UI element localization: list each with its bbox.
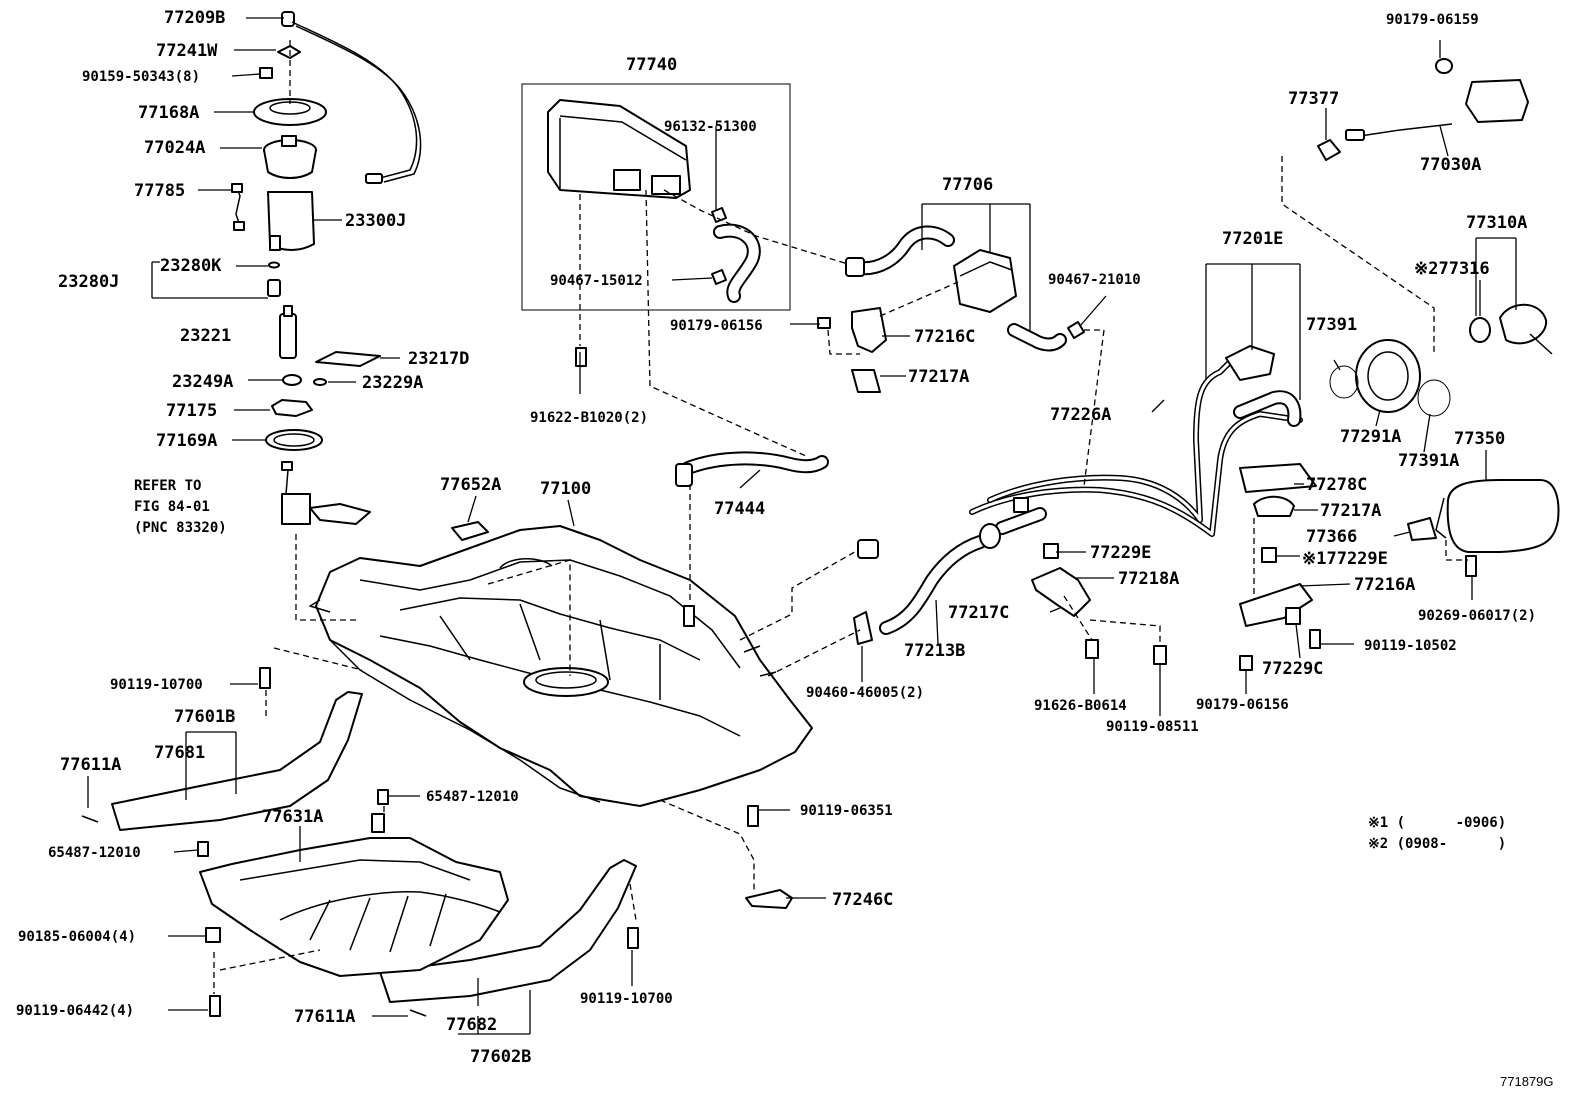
filler-pipe-drawing: [853, 345, 1303, 645]
charcoal-canister-drawing: [547, 99, 761, 303]
label-23221[interactable]: 23221: [180, 326, 231, 346]
label-77209B[interactable]: 77209B: [164, 8, 225, 28]
label-77024A[interactable]: 77024A: [144, 138, 205, 158]
label-77175[interactable]: 77175: [166, 401, 217, 421]
label-90460-46005[interactable]: 90460-46005(2): [806, 685, 924, 701]
label-77201E[interactable]: 77201E: [1222, 229, 1283, 249]
label-90159-50343[interactable]: 90159-50343(8): [82, 69, 200, 85]
label-90467-21010[interactable]: 90467-21010: [1048, 272, 1141, 288]
label-77682[interactable]: 77682: [446, 1015, 497, 1035]
label-90119-10700-a[interactable]: 90119-10700: [110, 677, 203, 693]
vent-hose-drawing: [817, 225, 1085, 393]
refer-note-line-3: (PNC 83320): [134, 520, 227, 536]
label-77740[interactable]: 77740: [626, 55, 677, 75]
label-77217C[interactable]: 77217C: [948, 603, 1009, 623]
fuel-tank-drawing: [309, 525, 813, 807]
label-77391A[interactable]: 77391A: [1398, 451, 1459, 471]
label-77377[interactable]: 77377: [1288, 89, 1339, 109]
label-23280J[interactable]: 23280J: [58, 272, 119, 292]
label-77217A-b[interactable]: 77217A: [1320, 501, 1381, 521]
canister-box: [521, 83, 791, 311]
label-90185-06004[interactable]: 90185-06004(4): [18, 929, 136, 945]
figure-code: 771879G: [1500, 1074, 1554, 1089]
label-177229E[interactable]: ※177229E: [1302, 549, 1388, 569]
label-90467-15012[interactable]: 90467-15012: [550, 273, 643, 289]
label-77100[interactable]: 77100: [540, 479, 591, 499]
label-77631A[interactable]: 77631A: [262, 807, 323, 827]
label-77652A[interactable]: 77652A: [440, 475, 501, 495]
refer-note: REFER TO FIG 84-01 (PNC 83320): [134, 478, 227, 536]
filler-cap-and-door-drawing: [1031, 58, 1560, 671]
label-90269-06017[interactable]: 90269-06017(2): [1418, 608, 1536, 624]
label-23280K[interactable]: 23280K: [160, 256, 222, 276]
fuel-pump-parts-drawing: [231, 11, 422, 525]
label-65487-12010-a[interactable]: 65487-12010: [426, 789, 519, 805]
label-77391[interactable]: 77391: [1306, 315, 1357, 335]
assembly-dashed-lines: [213, 40, 1468, 994]
label-90119-10502[interactable]: 90119-10502: [1364, 638, 1457, 654]
label-77681[interactable]: 77681: [154, 743, 205, 763]
label-91622-B1020[interactable]: 91622-B1020(2): [530, 410, 648, 426]
label-77706[interactable]: 77706: [942, 175, 993, 195]
label-90119-08511[interactable]: 90119-08511: [1106, 719, 1199, 735]
label-23300J[interactable]: 23300J: [345, 211, 406, 231]
label-77444[interactable]: 77444: [714, 499, 765, 519]
label-90179-06156-a[interactable]: 90179-06156: [670, 318, 763, 334]
label-90179-06156-b[interactable]: 90179-06156: [1196, 697, 1289, 713]
label-77278C[interactable]: 77278C: [1306, 475, 1367, 495]
label-96132-51300[interactable]: 96132-51300: [664, 119, 757, 135]
refer-note-line-1: REFER TO: [134, 478, 201, 494]
label-77226A[interactable]: 77226A: [1050, 405, 1111, 425]
label-77229E[interactable]: 77229E: [1090, 543, 1151, 563]
leader-lines: [87, 17, 1517, 1035]
label-23229A[interactable]: 23229A: [362, 373, 423, 393]
label-77310A[interactable]: 77310A: [1466, 213, 1527, 233]
label-77168A[interactable]: 77168A: [138, 103, 199, 123]
label-77611A-a[interactable]: 77611A: [60, 755, 121, 775]
label-77291A[interactable]: 77291A: [1340, 427, 1401, 447]
label-90119-06351[interactable]: 90119-06351: [800, 803, 893, 819]
applicability-notes: ※1 ( -0906) ※2 (0908- ): [1368, 815, 1506, 852]
note-2: ※2 (0908- ): [1368, 836, 1506, 852]
label-77611A-b[interactable]: 77611A: [294, 1007, 355, 1027]
label-77246C[interactable]: 77246C: [832, 890, 893, 910]
label-77601B[interactable]: 77601B: [174, 707, 235, 727]
label-77350[interactable]: 77350: [1454, 429, 1505, 449]
label-277316[interactable]: ※277316: [1414, 259, 1490, 279]
label-77169A[interactable]: 77169A: [156, 431, 217, 451]
label-77785[interactable]: 77785: [134, 181, 185, 201]
label-77602B[interactable]: 77602B: [470, 1047, 531, 1067]
label-90119-06442[interactable]: 90119-06442(4): [16, 1003, 134, 1019]
breather-hose-drawing: [575, 347, 829, 627]
part-number-labels: 77209B 77241W 90159-50343(8) 77168A 7702…: [16, 8, 1536, 1067]
straps-and-protector-drawing: [81, 667, 793, 1017]
label-90119-10700-b[interactable]: 90119-10700: [580, 991, 673, 1007]
pad-drawing: [451, 521, 489, 541]
refer-note-line-2: FIG 84-01: [134, 499, 210, 515]
label-77218A[interactable]: 77218A: [1118, 569, 1179, 589]
label-77216A[interactable]: 77216A: [1354, 575, 1415, 595]
label-91626-B0614[interactable]: 91626-B0614: [1034, 698, 1127, 714]
label-77030A[interactable]: 77030A: [1420, 155, 1481, 175]
label-23249A[interactable]: 23249A: [172, 372, 233, 392]
label-90179-06159[interactable]: 90179-06159: [1386, 12, 1479, 28]
label-77241W[interactable]: 77241W: [156, 41, 218, 61]
label-77213B[interactable]: 77213B: [904, 641, 965, 661]
label-65487-12010-b[interactable]: 65487-12010: [48, 845, 141, 861]
label-77217A-a[interactable]: 77217A: [908, 367, 969, 387]
label-77366[interactable]: 77366: [1306, 527, 1357, 547]
label-77216C[interactable]: 77216C: [914, 327, 975, 347]
note-1: ※1 ( -0906): [1368, 815, 1506, 831]
label-23217D[interactable]: 23217D: [408, 349, 469, 369]
label-77229C[interactable]: 77229C: [1262, 659, 1323, 679]
